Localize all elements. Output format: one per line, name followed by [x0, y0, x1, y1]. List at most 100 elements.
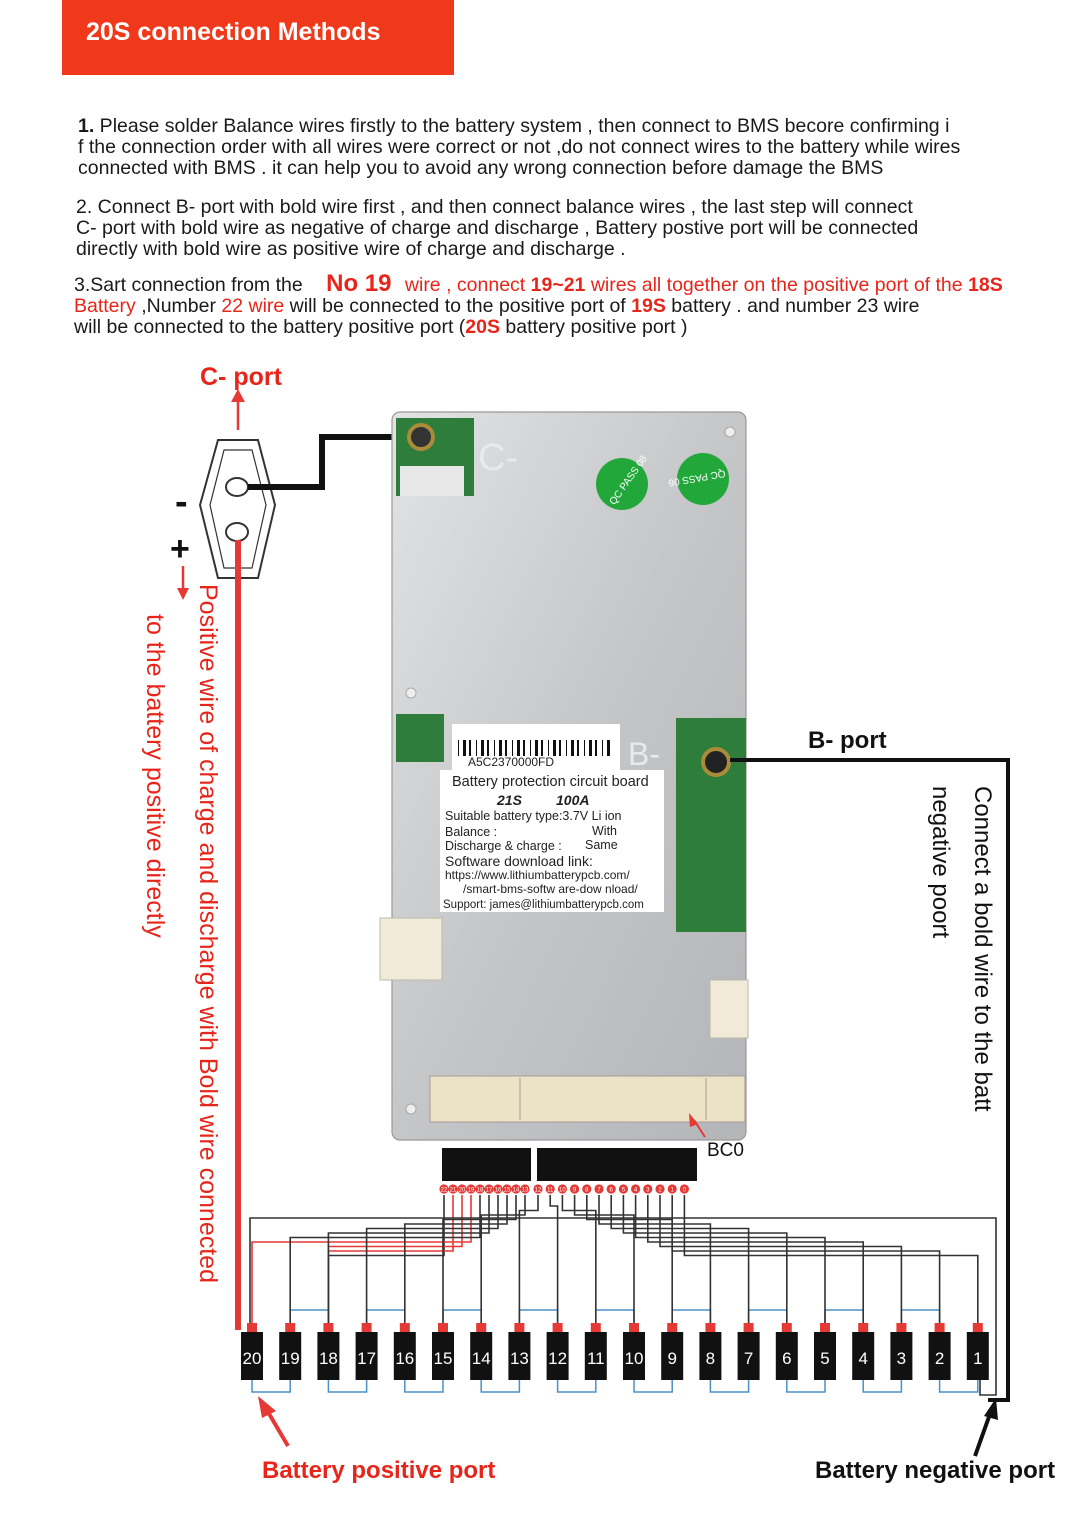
barcode-bars [458, 740, 610, 756]
cell-label: 5 [820, 1349, 829, 1368]
c-connector [400, 466, 464, 496]
battery-positive-label: Battery positive port [262, 1457, 495, 1484]
cell-terminal [323, 1323, 334, 1332]
balance-wire [289, 1195, 481, 1323]
instruction-3-l2f: battery . and number 23 wire [665, 295, 920, 317]
cell-label: 13 [510, 1349, 529, 1368]
balance-wire [549, 1195, 559, 1323]
cell-label: 6 [782, 1349, 791, 1368]
battery-negative-arrow [973, 1413, 992, 1457]
cell-label: 8 [706, 1349, 715, 1368]
to-battery-label: to the battery positive directly [141, 614, 169, 938]
cell-label: 7 [744, 1349, 753, 1368]
c-silk-label: C- [478, 437, 518, 479]
instruction-1-line-1: Please solder Balance wires firstly to t… [94, 115, 950, 137]
barcode-bar [517, 740, 520, 756]
cell-12 [546, 1332, 569, 1380]
cell-6 [775, 1332, 798, 1380]
balance-wire [646, 1195, 865, 1323]
barcode-bar [530, 740, 531, 756]
balance-wire [403, 1195, 508, 1323]
cell-7 [737, 1332, 760, 1380]
balance-wire [683, 1195, 979, 1323]
cell-label: 2 [935, 1349, 944, 1368]
barcode-bar [584, 740, 585, 756]
cell-terminal [476, 1323, 487, 1332]
c-port-label: C- port [200, 363, 283, 391]
pin-1 [667, 1184, 677, 1194]
c-screw [407, 423, 435, 451]
pin-11 [545, 1184, 555, 1194]
cell-label: 16 [395, 1349, 414, 1368]
barcode-bar [476, 740, 477, 756]
wiring-diagram: C- port - + Positive wire of charge and … [141, 363, 1055, 1484]
cell-label: 18 [319, 1349, 338, 1368]
barcode-bar [512, 740, 513, 756]
instruction-3-l1e: wires all together on the positive port … [585, 274, 969, 296]
instruction-2-line-3: directly with bold wire as positive wire… [76, 238, 626, 260]
pin-label: 21 [450, 1188, 457, 1194]
b-port-wire [730, 758, 1010, 1402]
pin-22 [439, 1184, 449, 1194]
barcode-bar [499, 740, 502, 756]
balance-wire [327, 1195, 463, 1323]
pin-6 [606, 1184, 616, 1194]
barcode-bar [553, 740, 556, 756]
pin-label: 18 [477, 1188, 484, 1194]
balance-wire [442, 1195, 517, 1323]
barcode-bar [571, 740, 574, 756]
screw-hole-2 [405, 687, 417, 699]
cell-16 [393, 1332, 416, 1380]
left-connector [379, 917, 443, 981]
pin-16 [493, 1184, 503, 1194]
spec-dc: Discharge & charge : [445, 839, 562, 853]
barcode-bar [595, 740, 597, 756]
cell-18 [317, 1332, 340, 1380]
c-port-wire [248, 434, 420, 490]
pin-8 [582, 1184, 592, 1194]
cell-15 [432, 1332, 454, 1380]
cell-4 [852, 1332, 875, 1380]
balance-wire [561, 1195, 597, 1323]
plus-sign: + [170, 530, 190, 568]
cell-label: 12 [548, 1349, 567, 1368]
pin-18 [475, 1184, 485, 1194]
series-link [786, 1380, 826, 1393]
cell-label: 3 [897, 1349, 906, 1368]
pin-9 [570, 1184, 580, 1194]
instruction-3-l1a: 3.Sart connection from the [74, 274, 309, 296]
cell-terminal [667, 1323, 678, 1332]
barcode-bar [559, 740, 561, 756]
pin-label: 3 [646, 1188, 650, 1194]
instruction-3-l2a: Battery [74, 295, 136, 317]
pin-label: 1 [671, 1188, 675, 1194]
pin-21 [448, 1184, 458, 1194]
cell-terminal [743, 1323, 754, 1332]
balance-connector [429, 1075, 746, 1123]
series-link [900, 1309, 941, 1332]
pin-13 [520, 1184, 530, 1194]
cell-terminal [781, 1323, 792, 1332]
barcode-bar [602, 740, 603, 756]
spec-url-2: /smart-bms-softw are-dow nload/ [463, 882, 638, 896]
instruction-3-l3a: will be connected to the battery positiv… [74, 316, 466, 338]
cell-20 [241, 1332, 263, 1380]
instruction-3-l2d: will be connected to the positive port o… [284, 295, 632, 317]
series-link [671, 1309, 712, 1332]
pin-label: 12 [535, 1188, 542, 1194]
pin-label: 5 [622, 1188, 626, 1194]
cell-label: 14 [472, 1349, 491, 1368]
pin-label: 2 [658, 1188, 662, 1194]
qc-stamp-2 [677, 453, 729, 505]
instruction-1: 1. Please solder Balance wires firstly t… [78, 116, 960, 179]
terminal-minus-hole [225, 477, 249, 497]
cell-11 [584, 1332, 607, 1380]
pin-header-right [537, 1148, 697, 1181]
pin-20 [457, 1184, 467, 1194]
cell-label: 9 [667, 1349, 676, 1368]
spec-model: 21S [496, 792, 523, 808]
pin-label: 16 [495, 1188, 502, 1194]
cell-label: 11 [587, 1349, 605, 1368]
pin-4 [631, 1184, 641, 1194]
